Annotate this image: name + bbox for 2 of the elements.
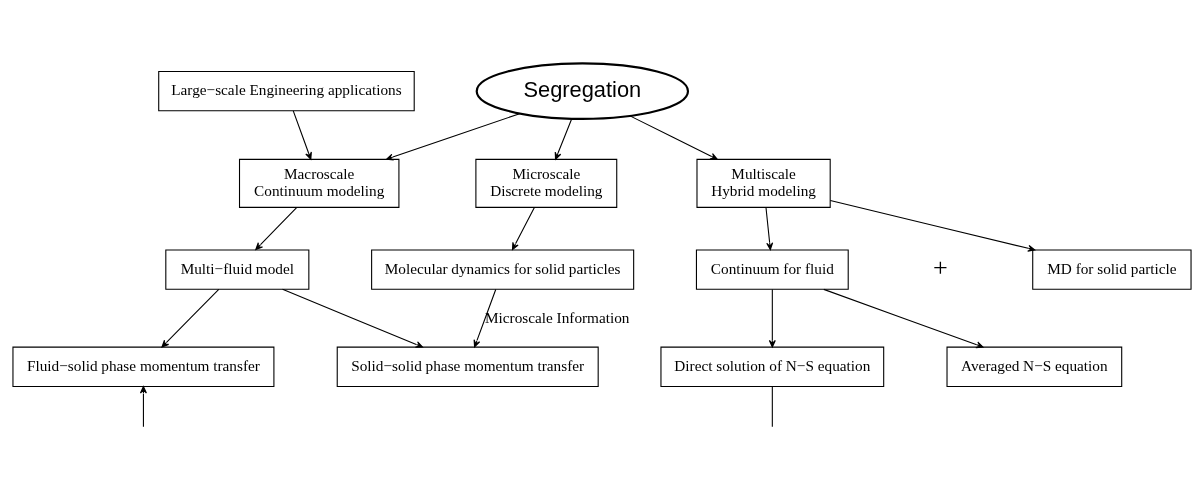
label: + [933, 253, 948, 283]
edge-label: Microscale Information [484, 309, 630, 327]
